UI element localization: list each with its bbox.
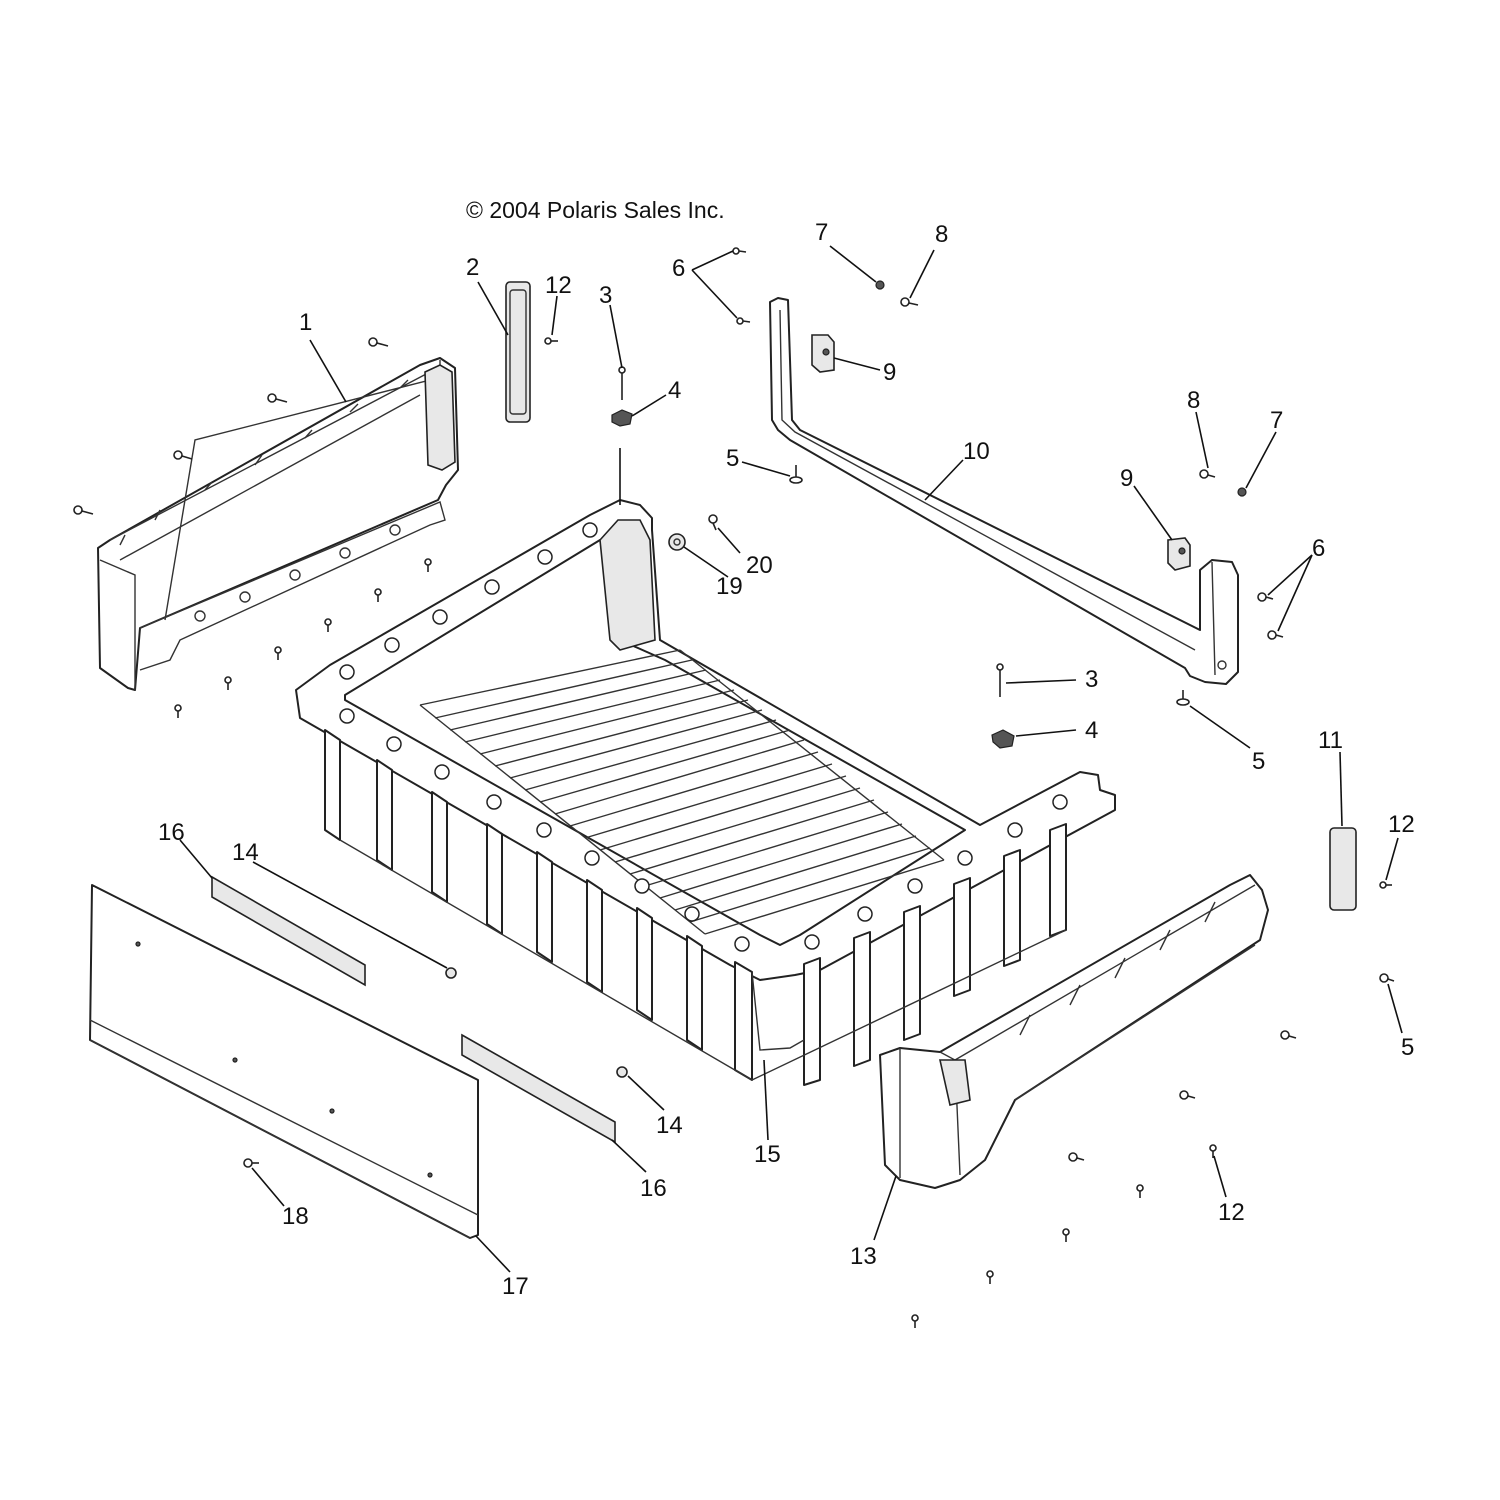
callout-19: 19: [716, 573, 743, 600]
callout-6-right: 6: [1312, 535, 1325, 562]
callout-5-top: 5: [726, 445, 739, 472]
callout-4-right: 4: [1085, 717, 1098, 744]
callout-16-bottom: 16: [640, 1175, 667, 1202]
part-17-tailgate: [89, 884, 479, 1239]
callout-5-right: 5: [1252, 748, 1265, 775]
callout-12-bottom: 12: [1218, 1199, 1245, 1226]
part-13-right-side-panel: [879, 874, 1269, 1189]
part-2-reflector: [505, 281, 531, 423]
callout-17: 17: [502, 1273, 529, 1300]
callout-12-right: 12: [1388, 811, 1415, 838]
part-16-pad-lower: [461, 1033, 616, 1144]
fasteners: [73, 247, 1395, 1328]
part-1-left-side-panel: [97, 357, 459, 691]
part-9-bracket-lower: [1167, 537, 1191, 571]
part-15-bed-tub: [295, 499, 1116, 1086]
callout-10: 10: [963, 438, 990, 465]
callout-3-top: 3: [599, 282, 612, 309]
callout-18: 18: [282, 1203, 309, 1230]
callout-12-top: 12: [545, 272, 572, 299]
part-16-pad-upper: [211, 875, 366, 987]
leader-lines: [179, 245, 1403, 1273]
callout-11: 11: [1318, 727, 1343, 754]
callout-9-right: 9: [1120, 465, 1133, 492]
callout-20: 20: [746, 552, 773, 579]
callout-14-bottom: 14: [656, 1112, 683, 1139]
callout-14-left: 14: [232, 839, 259, 866]
callout-3-right: 3: [1085, 666, 1098, 693]
callout-5-lower-right: 5: [1401, 1034, 1414, 1061]
part-11-reflector: [1329, 827, 1357, 911]
callout-6-top: 6: [672, 255, 685, 282]
callout-16-left: 16: [158, 819, 185, 846]
callout-4-top: 4: [668, 377, 681, 404]
part-10-rear-bracket: [769, 297, 1239, 685]
callout-8-top: 8: [935, 221, 948, 248]
callout-13: 13: [850, 1243, 877, 1270]
callout-8-right: 8: [1187, 387, 1200, 414]
copyright-text: © 2004 Polaris Sales Inc.: [466, 197, 725, 223]
callout-labels: 1 2 3 3 4 4 5 5 5 6 6 7 7 8 8 9 9 10 11 …: [158, 219, 1415, 1300]
callout-7-right: 7: [1270, 407, 1283, 434]
callout-7-top: 7: [815, 219, 828, 246]
callout-2: 2: [466, 254, 479, 281]
callout-1: 1: [299, 309, 312, 336]
callout-15: 15: [754, 1141, 781, 1168]
part-9-bracket-upper: [811, 334, 835, 373]
callout-9-top: 9: [883, 359, 896, 386]
